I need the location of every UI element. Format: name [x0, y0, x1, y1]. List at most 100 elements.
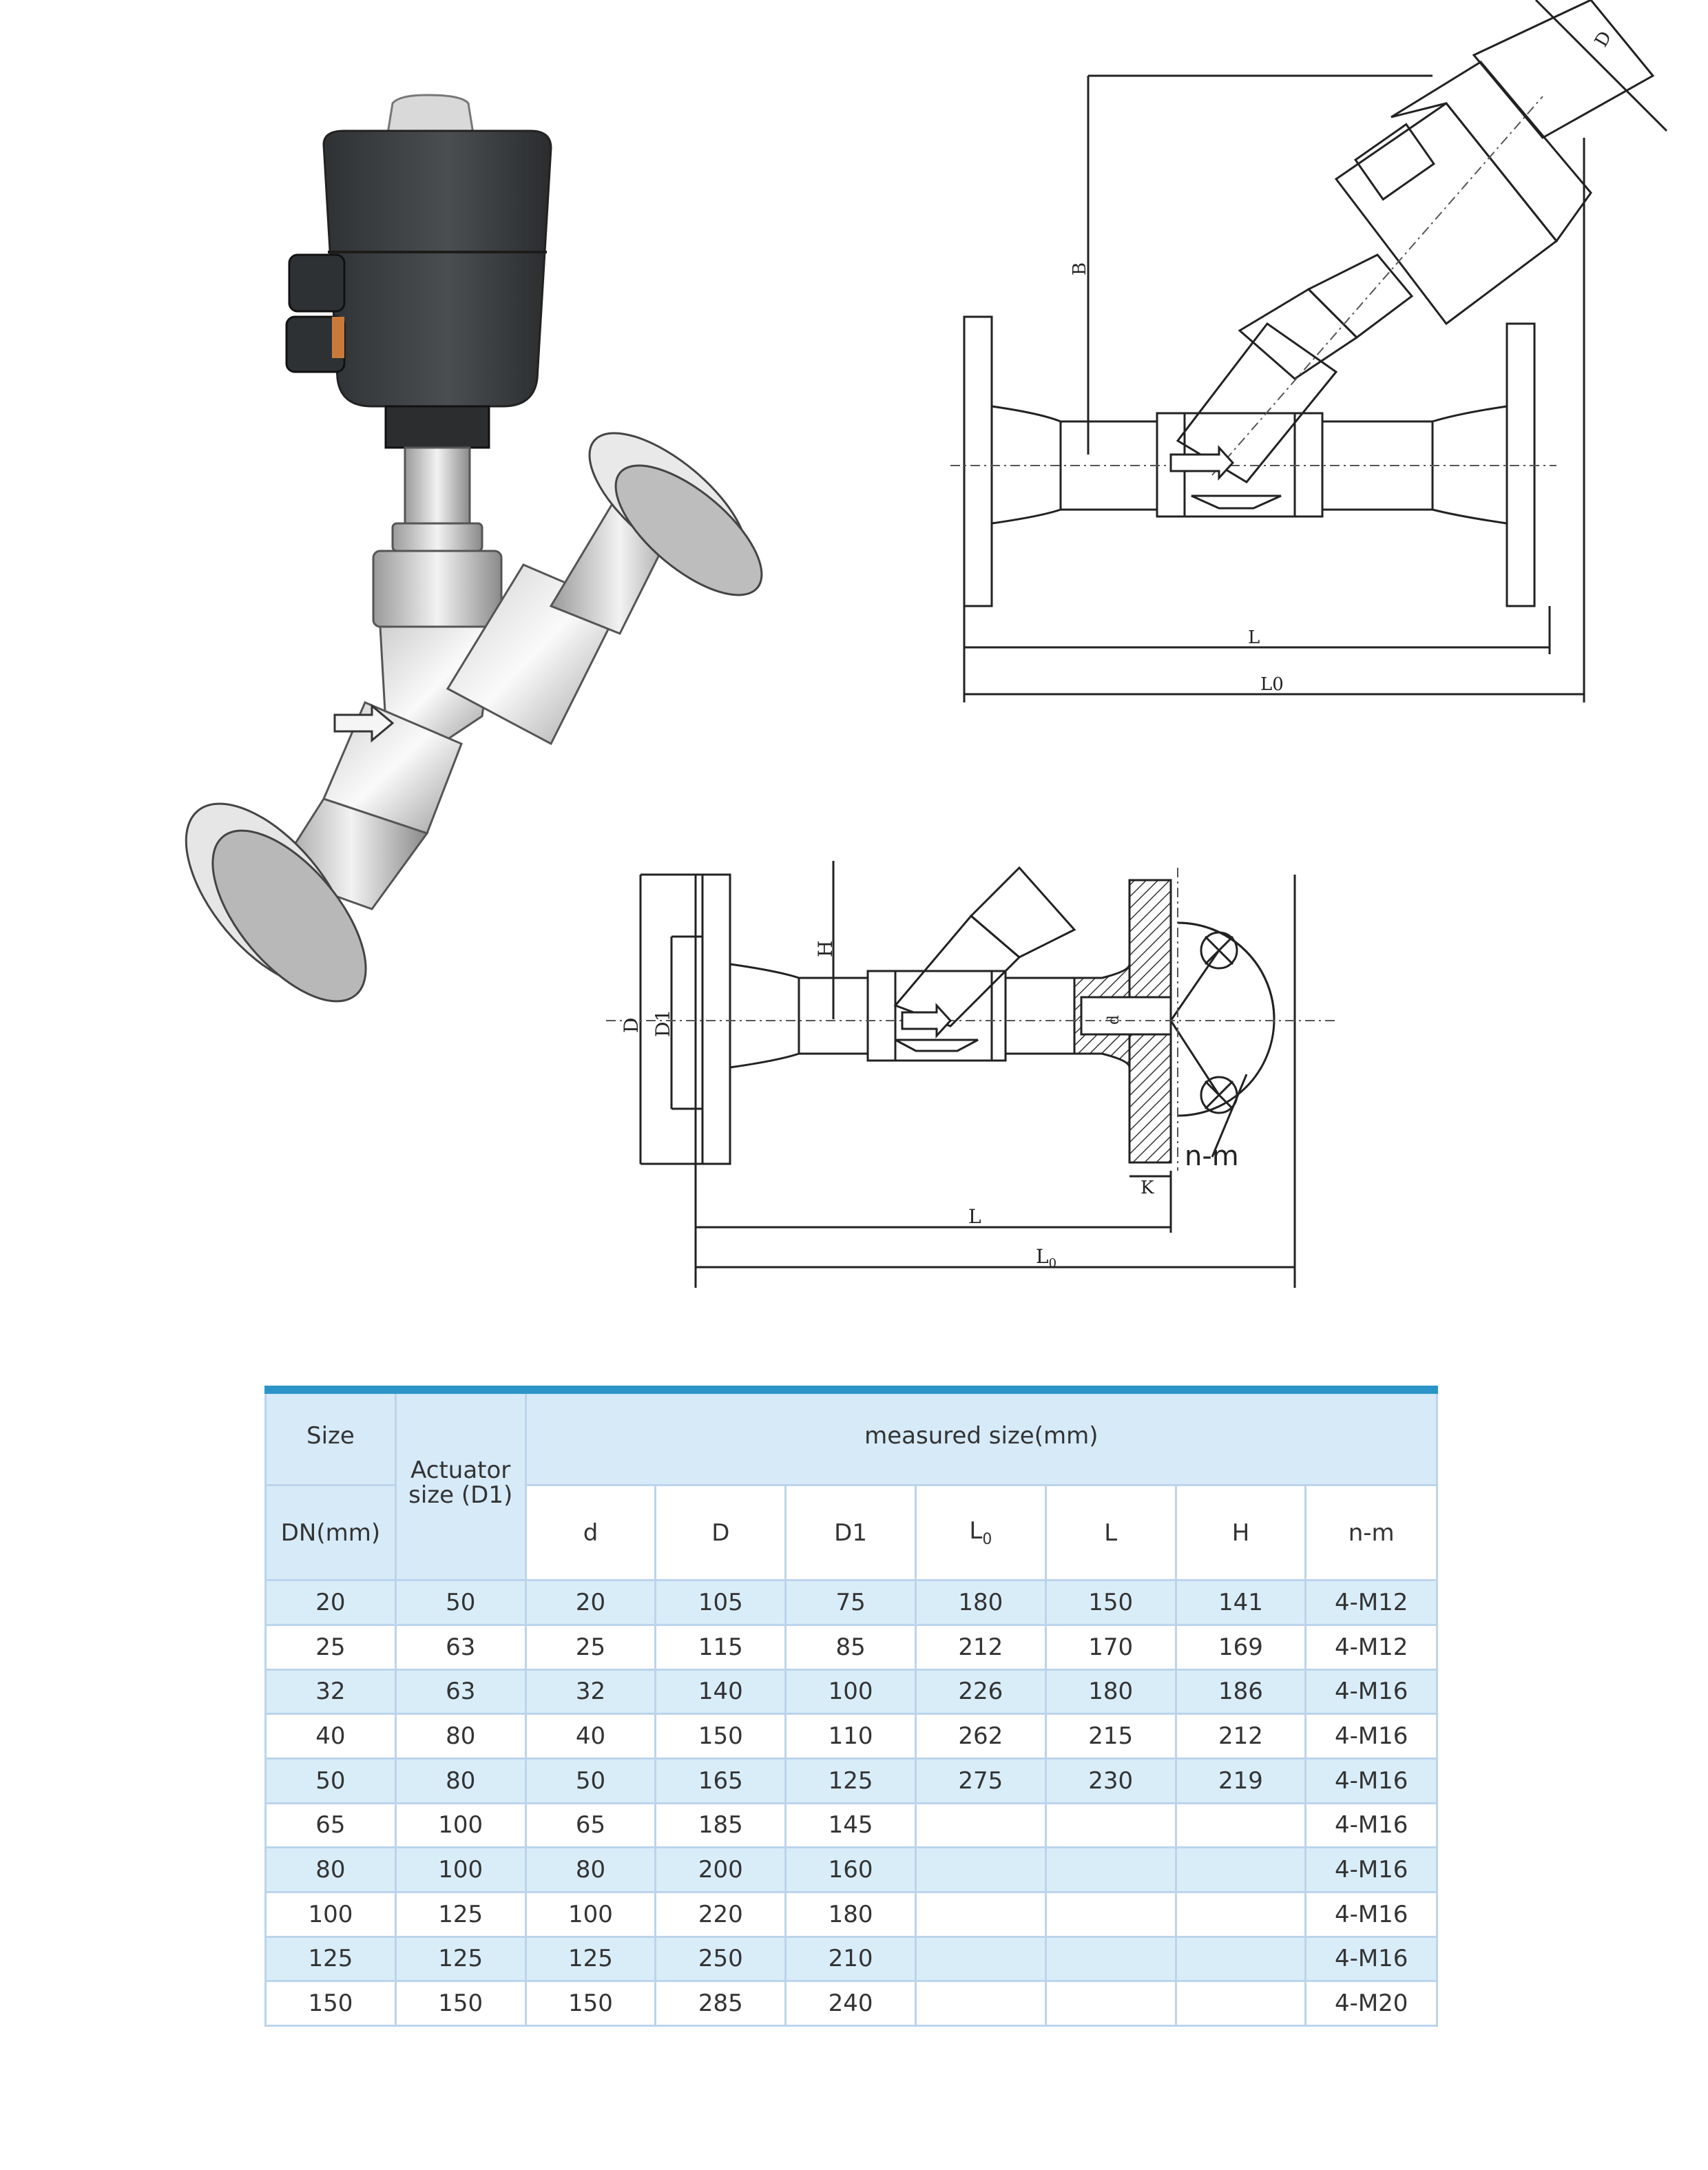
- bottom-dim-k: K: [1141, 1178, 1154, 1198]
- table-cell: 180: [914, 1579, 1047, 1626]
- table-cell: 145: [784, 1802, 917, 1849]
- table-cell: 25: [264, 1623, 397, 1671]
- table-cell: 125: [264, 1935, 397, 1983]
- table-cell: 141: [1174, 1579, 1307, 1626]
- table-cell: 63: [394, 1623, 527, 1671]
- table-cell: 4-M12: [1304, 1623, 1438, 1671]
- table-cell: 4-M12: [1304, 1579, 1438, 1626]
- table-cell: 262: [914, 1713, 1047, 1760]
- table-cell: 150: [1044, 1579, 1177, 1626]
- table-cell: [914, 1935, 1047, 1983]
- table-cell: 80: [264, 1846, 397, 1893]
- table-cell: 180: [784, 1890, 917, 1938]
- table-cell: 50: [394, 1579, 527, 1626]
- table-cell: 80: [394, 1713, 527, 1760]
- top-dim-l: L: [1248, 627, 1260, 648]
- table-cell: 4-M20: [1304, 1980, 1438, 2027]
- table-cell: 275: [914, 1757, 1047, 1804]
- table-cell: 150: [524, 1980, 657, 2027]
- table-cell: [1044, 1935, 1177, 1983]
- table-cell: 20: [524, 1579, 657, 1626]
- bottom-dim-nm: n-m: [1185, 1140, 1239, 1172]
- table-cell: 40: [264, 1713, 397, 1760]
- table-cell: 40: [524, 1713, 657, 1760]
- top-dim-d: D: [1591, 28, 1616, 50]
- table-cell: 230: [1044, 1757, 1177, 1804]
- table-cell: 100: [394, 1802, 527, 1849]
- col-L: L: [1044, 1483, 1177, 1582]
- table-cell: 80: [524, 1846, 657, 1893]
- table-cell: 150: [654, 1713, 787, 1760]
- table-cell: [1044, 1890, 1177, 1938]
- group-header: measured size(mm): [524, 1386, 1439, 1486]
- actuator-header: Actuator size (D1): [394, 1385, 527, 1582]
- col-H: H: [1174, 1483, 1307, 1582]
- table-cell: 4-M16: [1304, 1846, 1438, 1893]
- table-cell: [1174, 1980, 1307, 2027]
- table-cell: 226: [914, 1668, 1047, 1715]
- table-cell: 140: [654, 1668, 787, 1715]
- table-cell: 50: [524, 1757, 657, 1804]
- table-cell: 240: [784, 1980, 917, 2027]
- table-cell: 4-M16: [1304, 1890, 1438, 1938]
- table-cell: 85: [784, 1623, 917, 1671]
- table-cell: 80: [394, 1757, 527, 1804]
- table-cell: 65: [264, 1802, 397, 1849]
- table-cell: 75: [784, 1579, 917, 1626]
- table-cell: 125: [524, 1935, 657, 1983]
- valve-3d-render: [185, 94, 763, 1003]
- table-cell: [1174, 1890, 1307, 1938]
- top-dim-b: B: [1070, 262, 1090, 275]
- table-cell: [914, 1802, 1047, 1849]
- table-cell: 180: [1044, 1668, 1177, 1715]
- table-cell: [914, 1890, 1047, 1938]
- table-cell: 100: [264, 1890, 397, 1938]
- size-header: Size: [264, 1386, 397, 1486]
- table-cell: 212: [1174, 1713, 1307, 1760]
- table-cell: 50: [264, 1757, 397, 1804]
- table-cell: 186: [1174, 1668, 1307, 1715]
- table-cell: 165: [654, 1757, 787, 1804]
- front-section-drawing: H D D1 d n-m K L L0: [606, 861, 1336, 1288]
- dn-header: DN(mm): [264, 1483, 397, 1582]
- table-cell: 169: [1174, 1623, 1307, 1671]
- table-cell: 170: [1044, 1623, 1177, 1671]
- table-cell: [1174, 1935, 1307, 1983]
- top-dim-l0: L0: [1260, 674, 1284, 695]
- table-cell: 63: [394, 1668, 527, 1715]
- bottom-dim-d-small: d: [1105, 1015, 1123, 1025]
- table-cell: [1044, 1802, 1177, 1849]
- table-cell: [1174, 1802, 1307, 1849]
- bottom-dim-h: H: [814, 941, 837, 957]
- table-cell: 200: [654, 1846, 787, 1893]
- bottom-dim-d1: D1: [652, 1010, 674, 1037]
- table-cell: 100: [524, 1890, 657, 1938]
- spec-table: Size Actuator size (D1) measured size(mm…: [264, 1385, 1439, 2027]
- table-cell: 32: [264, 1668, 397, 1715]
- table-cell: [914, 1980, 1047, 2027]
- table-cell: 4-M16: [1304, 1802, 1438, 1849]
- table-cell: 32: [524, 1668, 657, 1715]
- bottom-dim-l0: L0: [1036, 1245, 1056, 1271]
- table-cell: 4-M16: [1304, 1668, 1438, 1715]
- table-cell: [914, 1846, 1047, 1893]
- table-cell: 285: [654, 1980, 787, 2027]
- table-cell: 150: [394, 1980, 527, 2027]
- col-nm: n-m: [1304, 1483, 1438, 1582]
- table-cell: [1044, 1846, 1177, 1893]
- table-cell: 100: [784, 1668, 917, 1715]
- table-cell: 105: [654, 1579, 787, 1626]
- bottom-dim-d-outer: D: [620, 1018, 643, 1033]
- table-cell: 125: [394, 1935, 527, 1983]
- table-cell: 220: [654, 1890, 787, 1938]
- table-accent-bar: [264, 1386, 1438, 1394]
- table-cell: 4-M16: [1304, 1757, 1438, 1804]
- table-cell: [1044, 1980, 1177, 2027]
